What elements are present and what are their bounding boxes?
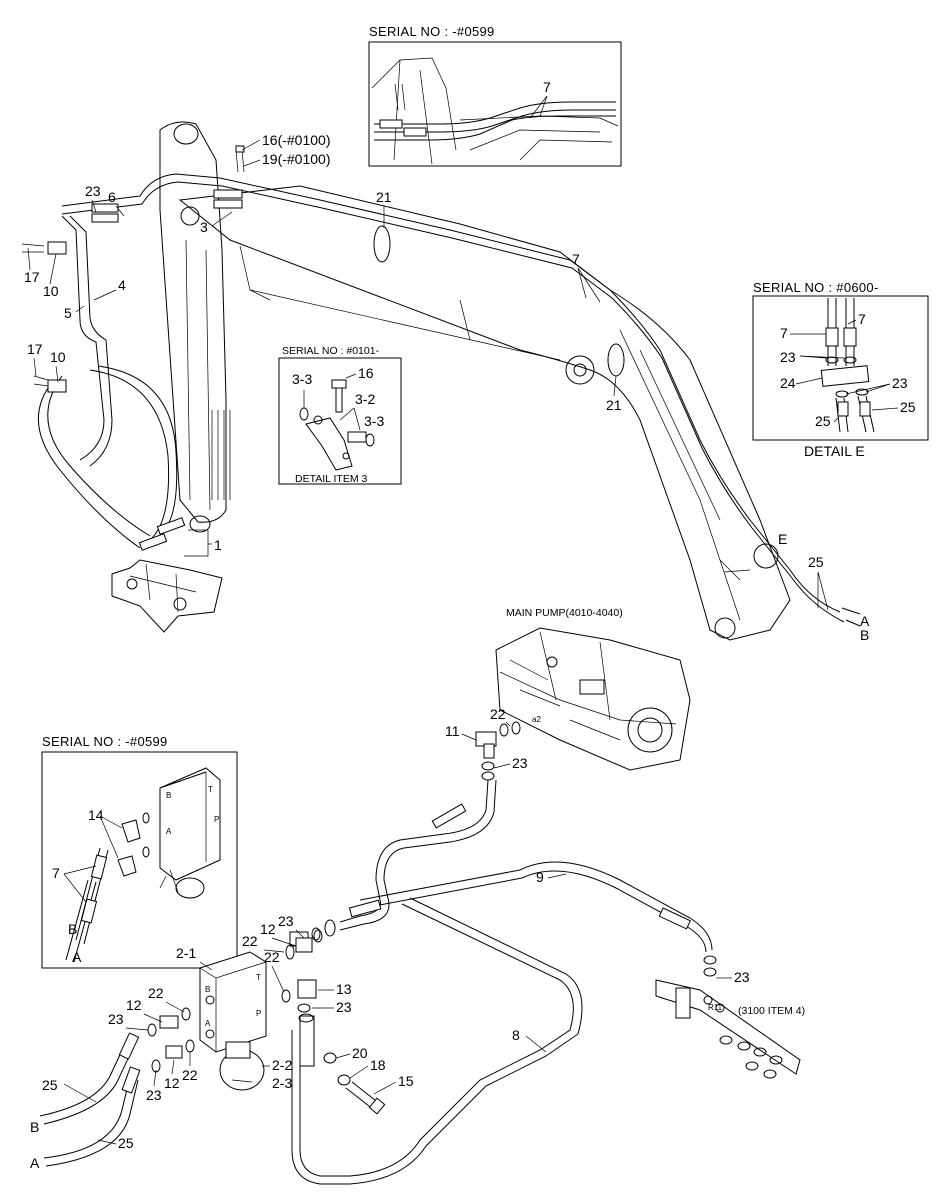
callout-8: 8: [512, 1027, 520, 1043]
main-pump: MAIN PUMP(4010-4040) a2 22 11 23: [445, 607, 691, 781]
e-callout-7-right: 7: [858, 311, 866, 327]
e-callout-23-left: 23: [780, 349, 796, 365]
valve-port-a: A: [205, 1019, 211, 1028]
inset-left-frame: [41, 751, 238, 969]
callout-17-a: 17: [24, 269, 40, 285]
e-callout-7-left: 7: [780, 325, 788, 341]
lower-callouts: 23 12 22 22 2-1 13 23 22 12 23 20 18 15 …: [30, 913, 414, 1171]
left-port-p: P: [214, 815, 219, 824]
callout-2-2: 2-2: [272, 1057, 292, 1073]
callout-2-1: 2-1: [176, 945, 196, 961]
callout-20: 20: [352, 1045, 368, 1061]
end-a-left: A: [30, 1155, 40, 1171]
callout-16-top: 16(-#0100): [262, 132, 331, 148]
callout-17-b: 17: [27, 341, 43, 357]
callout-6: 6: [108, 189, 116, 205]
callout-22-pump: 22: [490, 706, 506, 722]
inset-left-title: SERIAL NO : -#0599: [42, 734, 168, 749]
callout-9: 9: [536, 869, 544, 885]
valve-port-b: B: [205, 985, 210, 994]
callout-11: 11: [445, 723, 460, 739]
right-valve: R11 (3100 ITEM 4) 23: [655, 969, 805, 1079]
left-port-a: A: [166, 827, 172, 836]
d3-callout-3-2: 3-2: [355, 391, 375, 407]
callout-4: 4: [118, 277, 126, 293]
callout-21-a: 21: [376, 189, 392, 205]
callout-7-a: 7: [572, 251, 580, 267]
detail-e-caption: DETAIL E: [804, 443, 865, 459]
callout-1: 1: [214, 537, 222, 553]
detail-e-frame: [752, 295, 929, 441]
callout-25-lower-b: 25: [118, 1135, 134, 1151]
inset-top-frame: [368, 41, 622, 167]
left-port-b: B: [166, 791, 171, 800]
detail-item3-caption: DETAIL ITEM 3: [295, 473, 368, 485]
callout-13: 13: [336, 981, 352, 997]
boom-piping: [21, 145, 861, 627]
callout-7-top: 7: [543, 79, 551, 95]
e-callout-24: 24: [780, 375, 796, 391]
detail-item3-serial: SERIAL NO : #0101-: [282, 345, 380, 357]
detail-item-3: SERIAL NO : #0101- 16 3-3 3-2 3-3 DETAIL…: [278, 345, 402, 485]
d3-callout-3-3-b: 3-3: [364, 413, 384, 429]
d3-callout-16: 16: [358, 365, 374, 381]
d3-callout-3-3-a: 3-3: [292, 371, 312, 387]
callout-10-b: 10: [50, 349, 66, 365]
port-a2: a2: [532, 715, 541, 724]
callout-25-lower-a: 25: [42, 1077, 58, 1093]
detail-e: SERIAL NO : #0600- 7 7 23 24 23 25 25 DE…: [752, 280, 929, 459]
left-port-t: T: [208, 785, 213, 794]
left-callout-7: 7: [52, 865, 60, 881]
port-r11: R11: [708, 1003, 723, 1012]
callout-5: 5: [64, 305, 72, 321]
callout-25-right: 25: [808, 554, 824, 570]
e-callout-23-right: 23: [892, 375, 908, 391]
left-end-b: B: [68, 921, 77, 937]
callout-23-mid2: 23: [336, 999, 352, 1015]
callout-23-left: 23: [108, 1011, 124, 1027]
valve-port-t: T: [256, 973, 261, 982]
end-a-right: A: [860, 613, 870, 629]
detail-item3-frame: [278, 357, 402, 485]
callout-23-left2: 23: [146, 1087, 162, 1103]
e-callout-25-left: 25: [815, 413, 831, 429]
lower-piping: 9 8: [289, 779, 717, 1185]
end-b-right: B: [860, 627, 869, 643]
left-end-a: A: [72, 949, 82, 965]
left-callout-14: 14: [88, 807, 104, 823]
valve-port-p: P: [256, 1009, 261, 1018]
item-ref-3100: (3100 ITEM 4): [738, 1005, 805, 1017]
callout-23-mid: 23: [278, 913, 294, 929]
callout-12-mid: 12: [260, 921, 276, 937]
boom-arm: [111, 121, 791, 641]
upper-callouts: 16(-#0100) 19(-#0100) 23 6 3 21 7 17 10 …: [24, 132, 870, 643]
callout-19-top: 19(-#0100): [262, 151, 331, 167]
e-callout-25-right: 25: [900, 399, 916, 415]
callout-23-right-valve: 23: [734, 969, 750, 985]
inset-left: SERIAL NO : -#0599 B A T P 14 7 B A: [41, 734, 238, 969]
callout-10-a: 10: [43, 283, 59, 299]
callout-3: 3: [200, 219, 208, 235]
detail-e-serial: SERIAL NO : #0600-: [753, 280, 879, 295]
callout-22-left2: 22: [182, 1067, 198, 1083]
end-b-left: B: [30, 1119, 39, 1135]
callout-23-pump: 23: [512, 755, 528, 771]
control-valve-2-1: B A T P: [39, 929, 386, 1167]
inset-top: SERIAL NO : -#0599 7: [368, 24, 622, 167]
callout-12-left: 12: [126, 997, 142, 1013]
callout-21-b: 21: [606, 397, 622, 413]
callout-18: 18: [370, 1057, 386, 1073]
callout-22-left: 22: [148, 985, 164, 1001]
callout-2-3: 2-3: [272, 1075, 292, 1091]
inset-top-title: SERIAL NO : -#0599: [369, 24, 495, 39]
callout-15: 15: [398, 1073, 414, 1089]
callout-23-a: 23: [85, 183, 101, 199]
callout-22-mid: 22: [242, 933, 258, 949]
callout-22-mid-b: 22: [264, 949, 280, 965]
callout-12-left2: 12: [164, 1075, 180, 1091]
main-pump-label: MAIN PUMP(4010-4040): [506, 607, 623, 619]
callout-e: E: [778, 531, 787, 547]
